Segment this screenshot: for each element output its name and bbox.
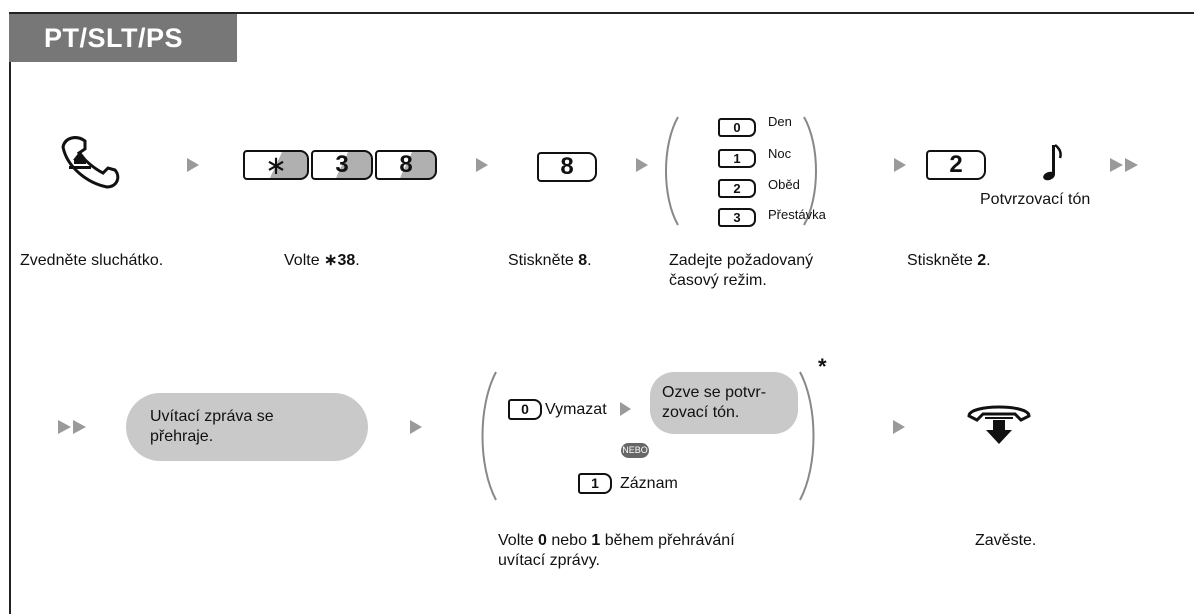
caption-bold: 38	[337, 252, 356, 269]
caption-star: ∗	[324, 252, 338, 269]
caption-text: .	[355, 252, 360, 269]
caption-line: Zadejte požadovaný	[669, 252, 814, 269]
option-key-1: 1	[578, 473, 612, 494]
mode-key-0: 0	[718, 118, 756, 137]
caption-line: časový režim.	[669, 272, 767, 289]
mode-label-lunch: Oběd	[768, 177, 800, 192]
caption-press-2: Stiskněte 2.	[907, 251, 991, 271]
handset-on-hook-icon	[965, 398, 1033, 450]
caption-press-8: Stiskněte 8.	[508, 251, 592, 271]
double-arrow-icon	[1110, 158, 1150, 172]
option-clear-label: Vymazat	[545, 401, 607, 418]
caption-text: Stiskněte	[907, 252, 978, 269]
header-tab: PT/SLT/PS	[9, 14, 237, 62]
handset-off-hook-icon	[55, 125, 145, 190]
caption-bold: 0	[538, 532, 547, 549]
caption-text: Volte	[498, 532, 539, 549]
confirm-tone-label: Potvrzovací tón	[980, 191, 1091, 208]
caption-bold: 8	[578, 252, 588, 269]
mode-key-2: 2	[718, 179, 756, 198]
play-arrow-icon	[636, 158, 648, 172]
play-arrow-icon	[476, 158, 488, 172]
mode-key-1: 1	[718, 149, 756, 168]
caption-text: .	[986, 252, 991, 269]
caption-bold: 1	[591, 532, 601, 549]
caption-line: uvítací zprávy.	[498, 552, 600, 569]
key-star: ∗	[243, 150, 309, 180]
caption-dial-during-greeting: Volte 0 nebo 1 během přehrávání uvítací …	[498, 531, 735, 571]
option-record-label: Záznam	[620, 475, 678, 492]
option-key-0: 0	[508, 399, 542, 420]
diagram-frame	[9, 12, 1194, 614]
bracket-icon	[796, 370, 822, 502]
caption-text: během přehrávání	[600, 532, 735, 549]
caption-text: nebo	[546, 532, 592, 549]
caption-text: Stiskněte	[508, 252, 579, 269]
caption-hang-up: Zavěste.	[975, 532, 1037, 549]
caption-text: Volte	[284, 252, 325, 269]
caption-text: .	[587, 252, 592, 269]
play-arrow-icon	[410, 420, 422, 434]
tone-line: zovací tón.	[662, 404, 740, 421]
mode-label-day: Den	[768, 114, 792, 129]
play-arrow-icon	[620, 402, 631, 416]
greeting-plays-bubble: Uvítací zpráva se přehraje.	[126, 393, 368, 461]
caption-lift-handset: Zvedněte sluchátko.	[20, 252, 164, 269]
or-badge: NEBO	[621, 443, 649, 458]
play-arrow-icon	[894, 158, 906, 172]
mode-label-break: Přestávka	[768, 207, 826, 222]
greeting-line: Uvítací zpráva se	[150, 408, 274, 425]
double-arrow-icon	[58, 420, 98, 434]
caption-dial-38: Volte ∗38.	[284, 251, 360, 271]
bracket-icon	[800, 115, 824, 227]
play-arrow-icon	[893, 420, 905, 434]
tone-line: Ozve se potvr-	[662, 384, 767, 401]
bracket-icon	[658, 115, 682, 227]
confirm-tone-bubble: Ozve se potvr- zovací tón.	[650, 372, 798, 434]
caption-line: Volte 0 nebo 1 během přehrávání	[498, 531, 735, 551]
caption-enter-mode: Zadejte požadovaný časový režim.	[669, 251, 813, 291]
key-3: 3	[311, 150, 373, 180]
key-8-press: 8	[537, 152, 597, 182]
mode-label-night: Noc	[768, 146, 792, 161]
key-8: 8	[375, 150, 437, 180]
mode-key-3: 3	[718, 208, 756, 227]
play-arrow-icon	[187, 158, 199, 172]
music-note-icon	[1038, 140, 1068, 185]
asterisk-note: *	[818, 354, 827, 379]
greeting-line: přehraje.	[150, 428, 214, 445]
dial-keys: ∗ 3 8	[243, 150, 438, 182]
caption-bold: 2	[977, 252, 987, 269]
bracket-icon	[474, 370, 500, 502]
key-2-press: 2	[926, 150, 986, 180]
